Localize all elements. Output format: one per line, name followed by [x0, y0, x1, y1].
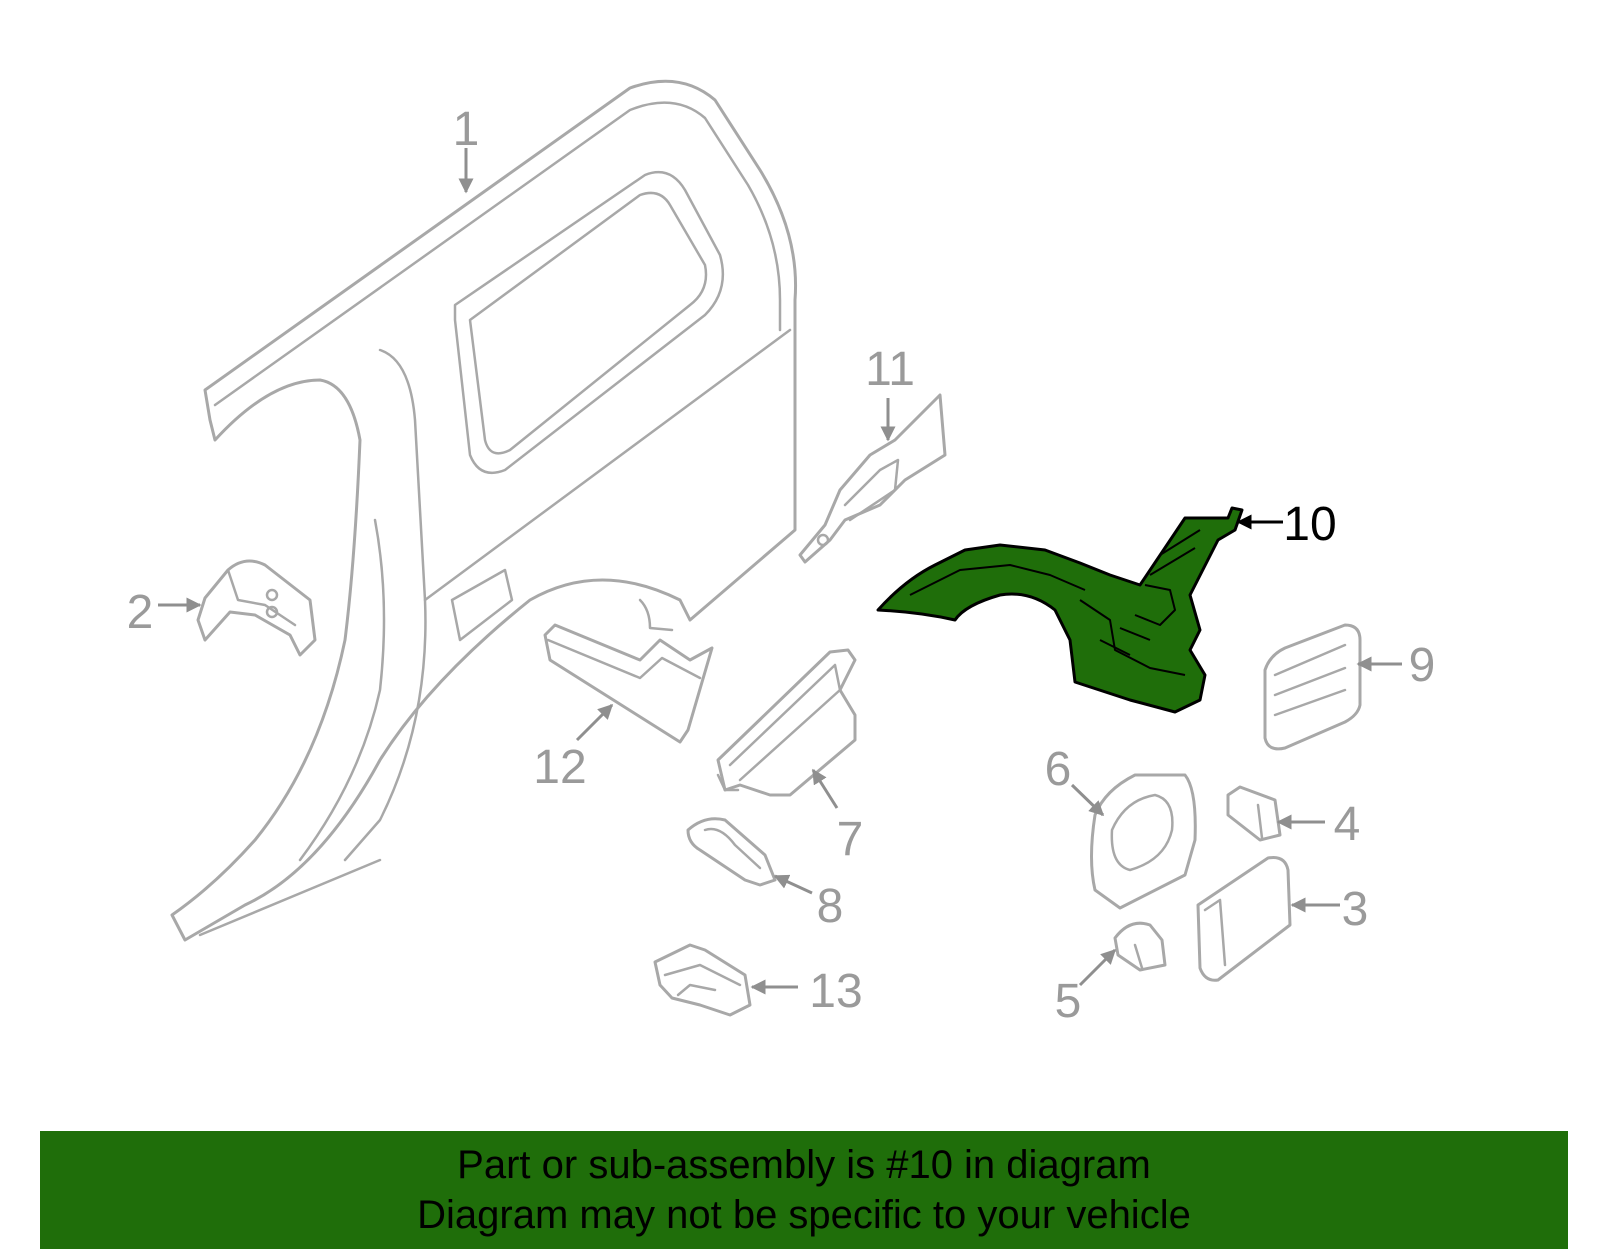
callout-3: 3	[1342, 883, 1369, 936]
part-10-fender-liner[interactable]	[876, 506, 1244, 714]
part-4-clip[interactable]	[1226, 785, 1282, 842]
callout-5: 5	[1055, 975, 1082, 1028]
part-7-fuel-filler-housing[interactable]	[716, 648, 857, 797]
part-1-quarter-panel[interactable]	[170, 79, 798, 942]
callout-6: 6	[1045, 743, 1072, 796]
leader-8	[773, 874, 813, 895]
part-13-bracket[interactable]	[653, 943, 752, 1017]
leader-7	[811, 768, 839, 809]
callout-13: 13	[809, 965, 862, 1018]
callout-8: 8	[817, 880, 844, 933]
callout-leaders	[158, 148, 1402, 995]
part-3-fuel-door[interactable]	[1196, 856, 1292, 982]
part-6-filler-pocket[interactable]	[1090, 773, 1197, 910]
callout-1: 1	[453, 103, 480, 156]
leader-12	[575, 703, 614, 742]
callout-2: 2	[127, 586, 154, 639]
callout-4: 4	[1334, 798, 1361, 851]
callout-11: 11	[865, 343, 915, 396]
part-11-reinforcement[interactable]	[798, 393, 947, 564]
callout-10: 10	[1283, 498, 1336, 551]
callout-labels: 1 2 3 4 5 6 7 8 9 10 11 12 13	[127, 103, 1436, 1028]
part-12-splash-shield[interactable]	[543, 598, 714, 744]
part-2-bracket[interactable]	[196, 559, 317, 657]
part-5-hinge[interactable]	[1113, 921, 1167, 972]
banner-line-disclaimer: Diagram may not be specific to your vehi…	[417, 1193, 1191, 1237]
leader-6	[1070, 783, 1105, 817]
banner-line-part-number: Part or sub-assembly is #10 in diagram	[457, 1143, 1151, 1187]
part-8-seal[interactable]	[686, 817, 777, 887]
callout-7: 7	[837, 813, 864, 866]
leader-5	[1078, 948, 1117, 987]
info-banner: Part or sub-assembly is #10 in diagram D…	[40, 1131, 1568, 1249]
callout-12: 12	[533, 741, 586, 794]
part-9-fuel-door-assembly[interactable]	[1263, 623, 1362, 751]
callout-9: 9	[1409, 639, 1436, 692]
